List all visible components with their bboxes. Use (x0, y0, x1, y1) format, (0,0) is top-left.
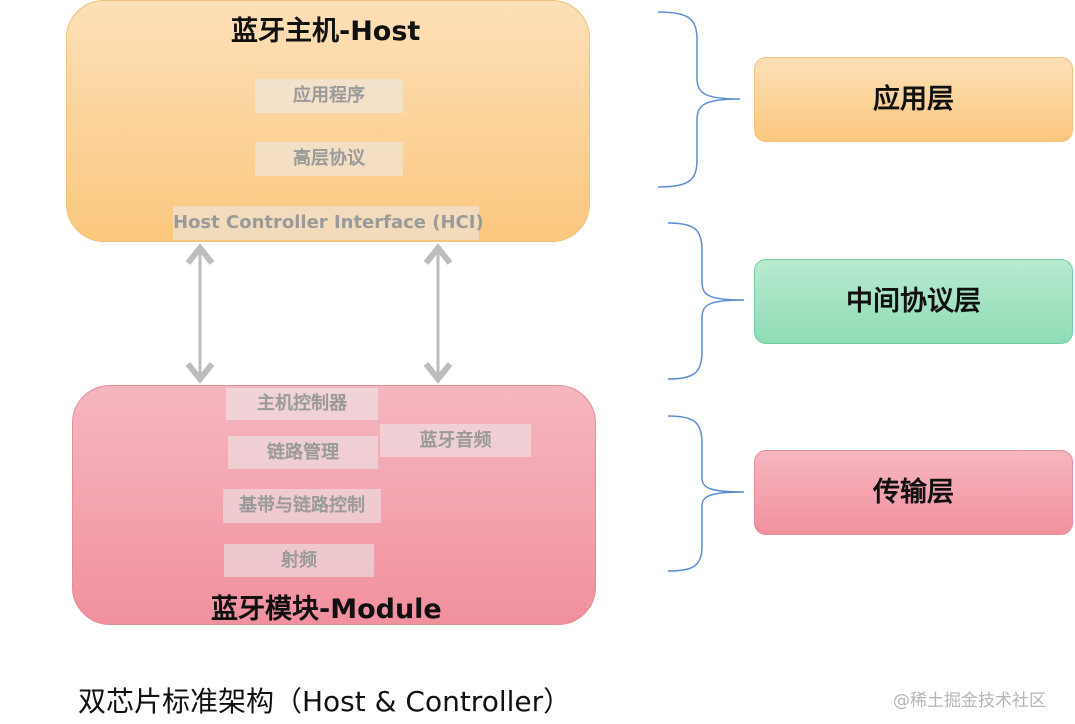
diagram-caption: 双芯片标准架构（Host & Controller） (78, 685, 572, 718)
module-item-baseband: 基带与链路控制 (223, 489, 381, 523)
module-title: 蓝牙模块-Module (211, 594, 442, 625)
module-item-radio: 射频 (224, 544, 374, 577)
layer-transport: 传输层 (754, 450, 1073, 535)
bracket-transport (667, 415, 745, 572)
host-item-hci: Host Controller Interface (HCI) (173, 206, 484, 240)
module-item-host-controller: 主机控制器 (226, 388, 378, 420)
watermark: @稀土掘金技术社区 (893, 691, 1046, 711)
bracket-application (657, 11, 741, 188)
host-item-application: 应用程序 (255, 79, 403, 113)
module-box: 主机控制器 链路管理 基带与链路控制 射频 蓝牙音频 蓝牙模块-Module (72, 385, 596, 625)
host-box: 蓝牙主机-Host 应用程序 高层协议 Host Controller Inte… (66, 0, 590, 242)
host-title: 蓝牙主机-Host (231, 16, 421, 47)
layer-application: 应用层 (754, 57, 1073, 142)
layer-middleware: 中间协议层 (754, 259, 1073, 344)
bracket-middleware (667, 222, 745, 380)
module-item-audio: 蓝牙音频 (380, 424, 531, 457)
host-item-upper-protocol: 高层协议 (255, 142, 403, 176)
module-item-link-manager: 链路管理 (228, 436, 378, 469)
